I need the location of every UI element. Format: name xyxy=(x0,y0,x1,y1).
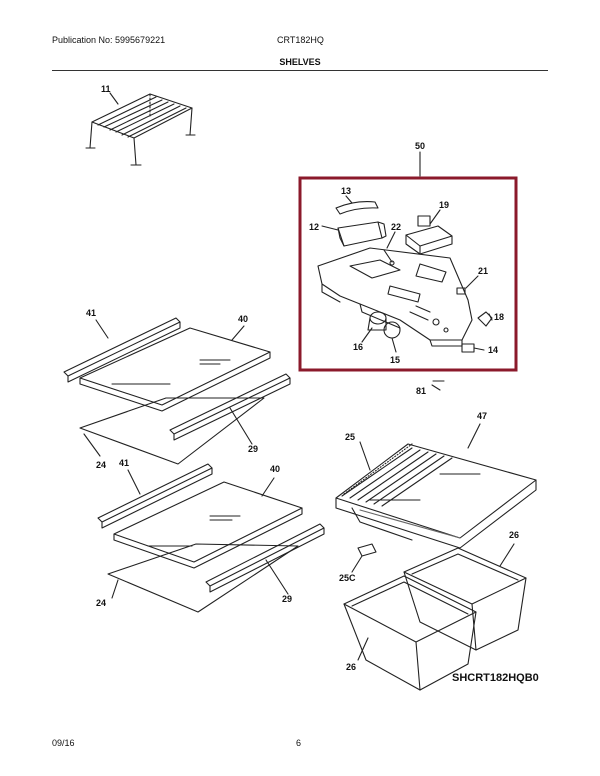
callout-24-upper: 24 xyxy=(96,460,106,470)
callout-40-upper: 40 xyxy=(238,314,248,324)
callout-13: 13 xyxy=(341,186,351,196)
part-screw xyxy=(431,380,445,391)
diagram-code: SHCRT182HQB0 xyxy=(452,672,539,684)
callout-41-upper: 41 xyxy=(86,308,96,318)
callout-81: 81 xyxy=(416,386,426,396)
callout-22: 22 xyxy=(391,222,401,232)
callout-19: 19 xyxy=(439,200,449,210)
callout-24-lower: 24 xyxy=(96,598,106,608)
callout-41-lower: 41 xyxy=(119,458,129,468)
callout-25c: 25C xyxy=(339,573,356,583)
callout-16: 16 xyxy=(353,342,363,352)
model-number: CRT182HQ xyxy=(277,35,324,45)
part-dispenser-assembly xyxy=(317,195,493,353)
footer-page-number: 6 xyxy=(296,738,302,748)
callout-26-lower: 26 xyxy=(346,662,356,672)
callout-47: 47 xyxy=(477,411,487,421)
callout-21: 21 xyxy=(478,266,488,276)
callout-labels: 11 50 13 19 12 22 21 18 16 15 14 81 41 4… xyxy=(86,84,519,672)
callout-29-upper: 29 xyxy=(248,444,258,454)
publication-number: Publication No: 5995679221 xyxy=(52,35,166,45)
callout-29-lower: 29 xyxy=(282,594,292,604)
part-lower-shelf xyxy=(97,463,325,613)
callout-11: 11 xyxy=(101,84,111,94)
callout-50: 50 xyxy=(415,141,425,151)
part-wire-rack xyxy=(85,92,196,166)
part-crisper-cover xyxy=(335,423,537,549)
callout-25: 25 xyxy=(345,432,355,442)
header-divider xyxy=(52,70,548,71)
assembly-highlight-box xyxy=(298,176,518,372)
callout-26-upper: 26 xyxy=(509,530,519,540)
part-clip xyxy=(351,543,377,573)
callout-18: 18 xyxy=(494,312,504,322)
callout-15: 15 xyxy=(390,355,400,365)
footer-date: 09/16 xyxy=(52,738,75,748)
section-title: SHELVES xyxy=(279,57,321,67)
callout-14: 14 xyxy=(488,345,498,355)
part-upper-shelf xyxy=(63,317,291,465)
callout-40-lower: 40 xyxy=(270,464,280,474)
callout-12: 12 xyxy=(309,222,319,232)
part-crisper-drawers xyxy=(343,543,527,691)
